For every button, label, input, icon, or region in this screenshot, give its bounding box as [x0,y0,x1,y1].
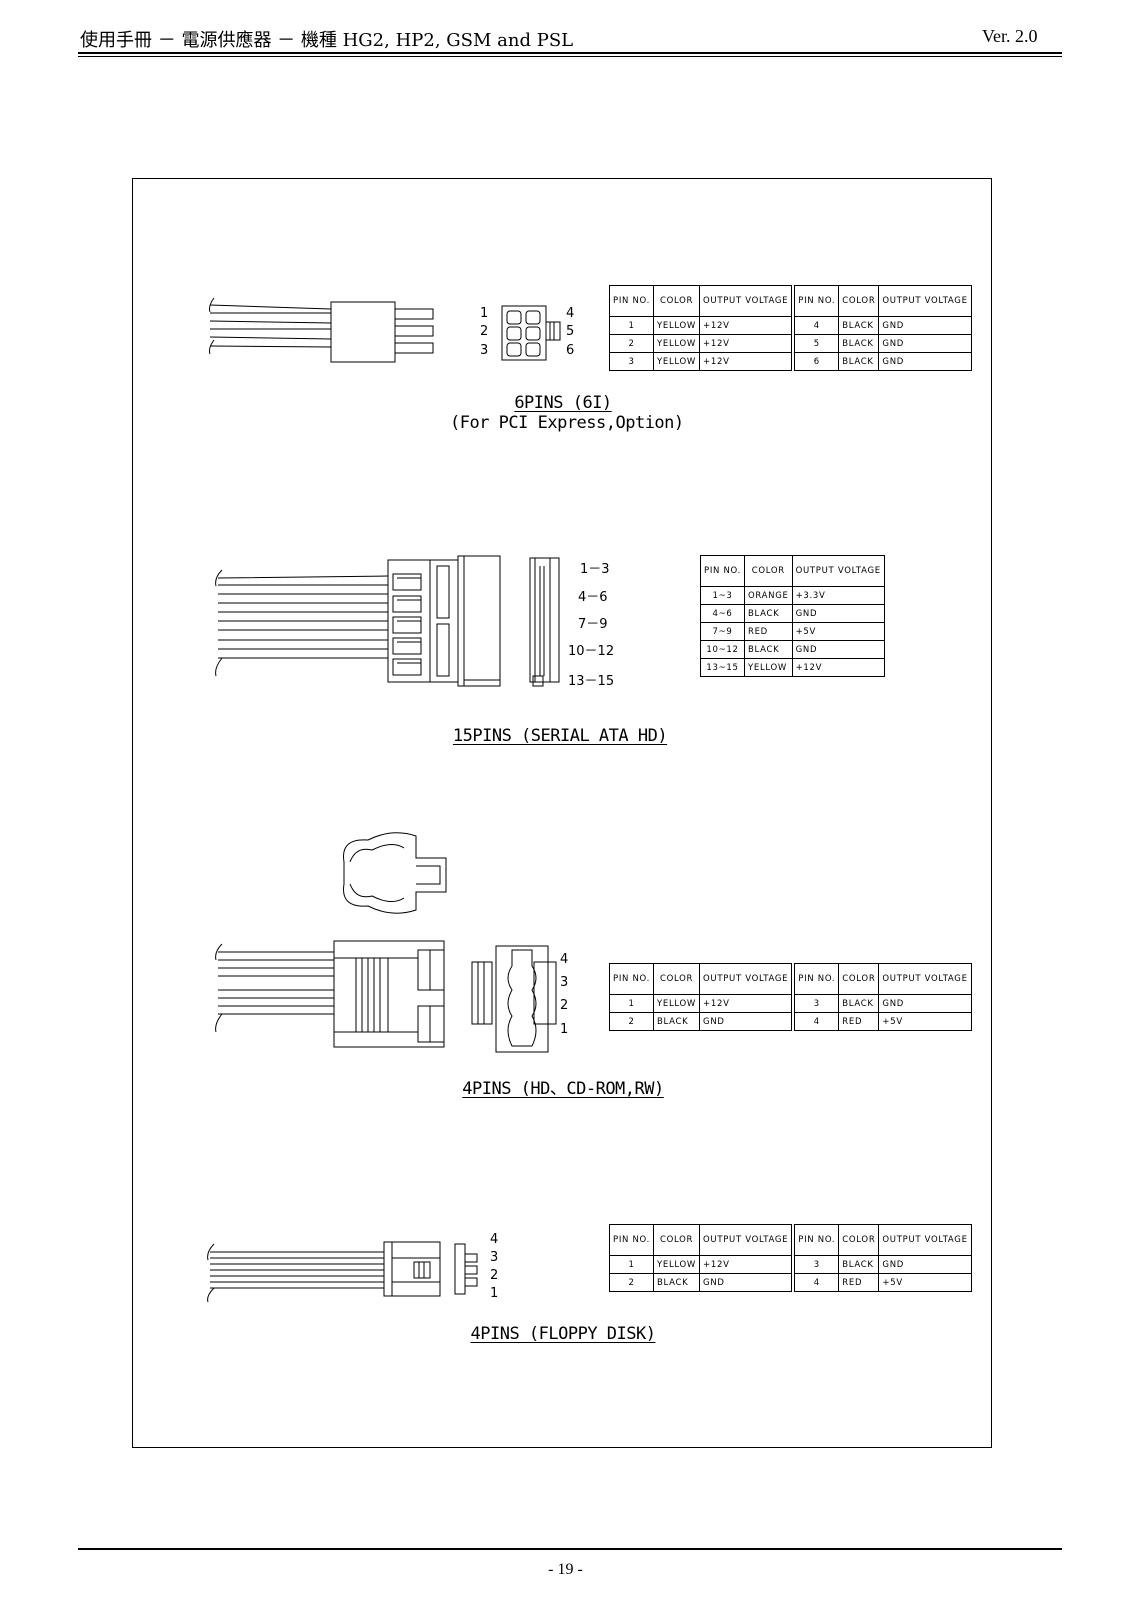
pin-cell: 4 [791,1273,840,1292]
pin-label-2: 2 [480,324,489,339]
pin-label-1: 1 [560,1022,569,1037]
header-output: OUTPUT VOLTAGE [878,963,972,995]
pin-label-4: 4 [490,1232,499,1247]
header-pin: PIN NO. [791,285,840,317]
pinout-table-4pin-floppy: PIN NO. COLOR OUTPUT VOLTAGE PIN NO. COL… [609,1224,972,1292]
header-output: OUTPUT VOLTAGE [878,1224,972,1256]
caption-4pin-floppy: 4PINS (FLOPPY DISK) [470,1324,656,1344]
pin-group-label: 4－6 [578,590,608,605]
pin-group-label: 1－3 [580,562,610,577]
table-row: 1~3 ORANGE +3.3V [700,586,885,605]
color-cell: YELLOW [652,1255,701,1274]
header-pin: PIN NO. [791,1224,840,1256]
voltage-cell: +12V [791,658,885,677]
voltage-cell: GND [878,352,972,371]
pin-label-1: 1 [480,306,489,321]
pin-label-4: 4 [566,306,575,321]
pin-label-6: 6 [566,343,575,358]
pinout-table-15pin: PIN NO. COLOR OUTPUT VOLTAGE 1~3 ORANGE … [700,555,885,677]
voltage-cell: +12V [699,1255,794,1274]
pin-label-4: 4 [560,952,569,967]
caption-6pin: 6PINS (6I) [514,393,612,413]
color-cell: BLACK [838,352,880,371]
pin-cell: 7~9 [700,622,745,641]
color-cell: BLACK [652,1273,701,1292]
header-color: COLOR [838,285,880,317]
pin-label-1: 1 [490,1286,499,1301]
pin-cell: 3 [791,1255,840,1274]
caption-4pin-hd: 4PINS (HD、CD-ROM,RW) [462,1079,664,1099]
voltage-cell: +5V [878,1273,972,1292]
header-color: COLOR [652,285,701,317]
pin-label-2: 2 [490,1268,499,1283]
pin-label-2: 2 [560,998,569,1013]
table-row: 2 BLACK GND 4 RED +5V [609,1012,972,1031]
voltage-cell: +5V [878,1012,972,1031]
header-color: COLOR [838,963,880,995]
pin-cell: 13~15 [700,658,745,677]
header-pin: PIN NO. [609,1224,654,1256]
pin-cell: 2 [609,1273,654,1292]
pin-label-3: 3 [560,975,569,990]
voltage-cell: GND [878,1255,972,1274]
page-number: - 19 - [548,1561,583,1578]
pin-cell: 1 [609,1255,654,1274]
header-pin: PIN NO. [609,963,654,995]
table-row: 2 BLACK GND 4 RED +5V [609,1273,972,1292]
pin-label-3: 3 [490,1250,499,1265]
pin-label-3: 3 [480,343,489,358]
page-header-version: Ver. 2.0 [982,26,1038,46]
header-rule-thin [78,56,1062,57]
page-header-title: 使用手冊 － 電源供應器 － 機種 HG2, HP2, GSM and PSL [80,30,574,51]
color-cell: RED [838,1273,880,1292]
pin-label-5: 5 [566,324,575,339]
header-color: COLOR [838,1224,880,1256]
header-pin: PIN NO. [791,963,840,995]
header-output: OUTPUT VOLTAGE [699,1224,794,1256]
footer-rule [78,1548,1062,1550]
caption-6pin-sub: (For PCI Express,Option) [450,413,684,433]
header-pin: PIN NO. [700,555,745,587]
table-row: 3 YELLOW +12V 6 BLACK GND [609,352,972,371]
pinout-table-4pin-hd: PIN NO. COLOR OUTPUT VOLTAGE PIN NO. COL… [609,963,972,1031]
pin-cell: 6 [791,352,840,371]
color-cell: YELLOW [652,316,701,335]
color-cell: BLACK [652,1012,701,1031]
voltage-cell: GND [699,1273,794,1292]
table-row: 1 YELLOW +12V 4 BLACK GND [609,316,972,335]
header-color: COLOR [652,963,701,995]
header-color: COLOR [652,1224,701,1256]
pinout-table-6pin: PIN NO. COLOR OUTPUT VOLTAGE PIN NO. COL… [609,285,972,371]
pin-group-label: 13－15 [568,674,615,689]
pin-group-label: 7－9 [578,617,608,632]
diagram-frame [132,178,992,1448]
table-row: 13~15 YELLOW +12V [700,658,885,677]
table-row: 4~6 BLACK GND [700,604,885,623]
caption-15pin: 15PINS (SERIAL ATA HD) [452,726,668,746]
color-cell: RED [838,1012,880,1031]
table-row: 1 YELLOW +12V 3 BLACK GND [609,994,972,1013]
header-rule [78,52,1062,54]
pin-group-label: 10－12 [568,644,615,659]
color-cell: BLACK [838,1255,880,1274]
table-row: 1 YELLOW +12V 3 BLACK GND [609,1255,972,1274]
color-cell: YELLOW [652,352,701,371]
header-output: OUTPUT VOLTAGE [791,555,885,587]
